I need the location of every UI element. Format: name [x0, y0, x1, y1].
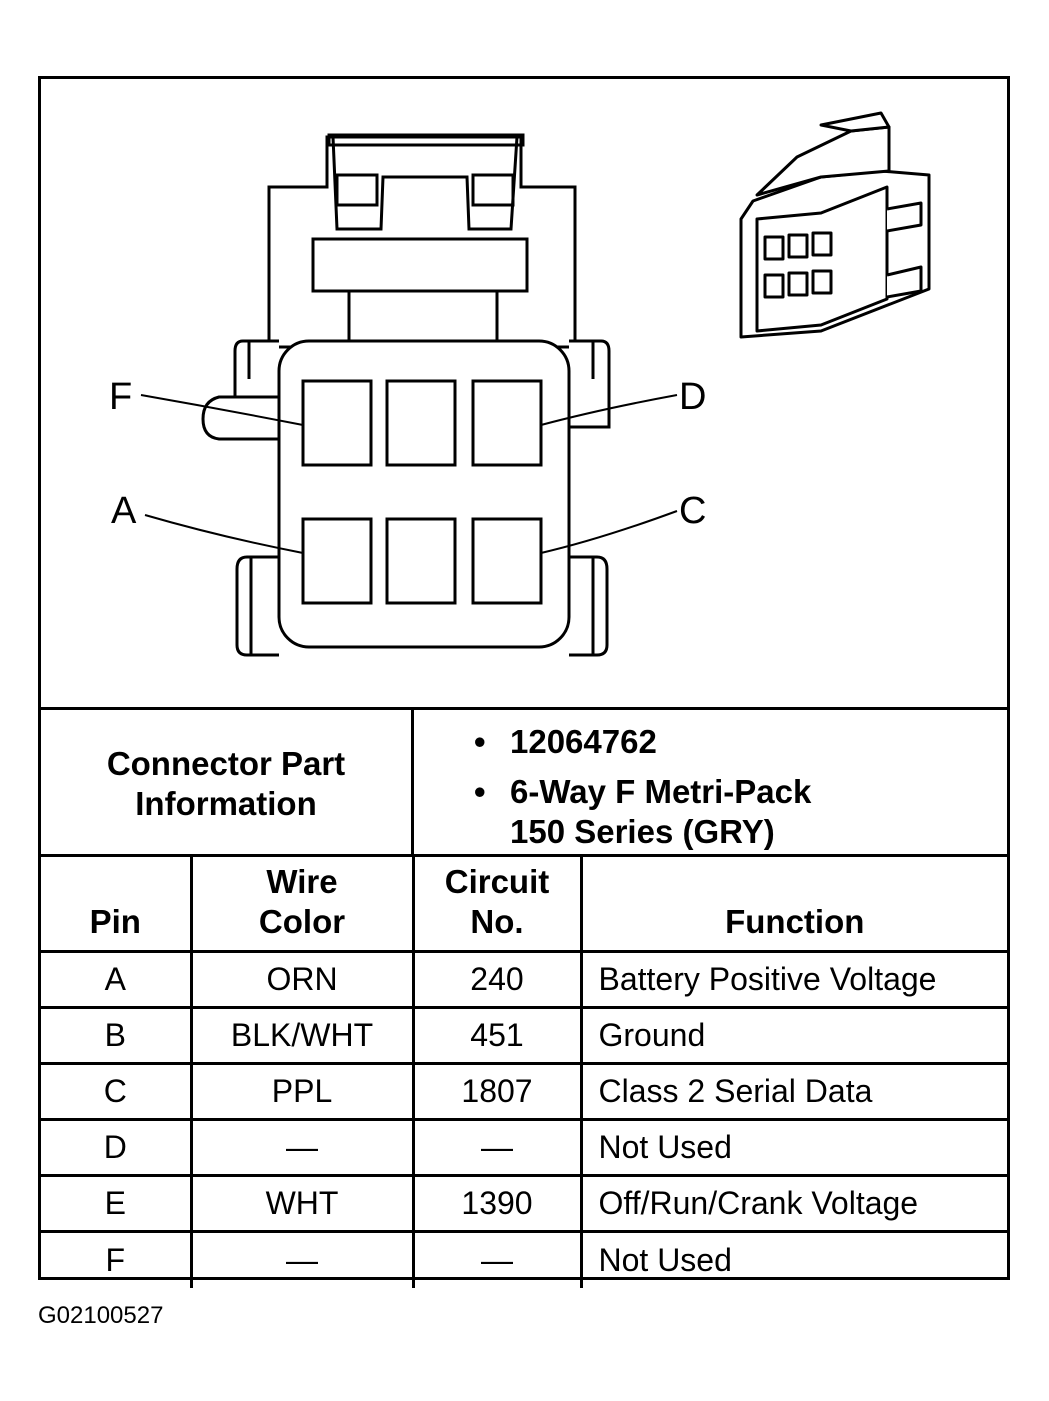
- cell-function: Class 2 Serial Data: [579, 1062, 1007, 1121]
- cell-wire-color: ORN: [189, 950, 415, 1009]
- connector-type: 6-Way F Metri-Pack: [510, 773, 812, 810]
- cell-wire-color: PPL: [189, 1062, 415, 1121]
- cell-wire-color: —: [189, 1118, 415, 1177]
- cell-function: Ground: [579, 1006, 1007, 1065]
- figure-code: G02100527: [38, 1302, 164, 1329]
- pin-label-a: A: [111, 490, 137, 532]
- cell-pin: D: [41, 1118, 193, 1177]
- cell-circuit: 1807: [411, 1062, 583, 1121]
- info-item-part-number: • 12064762: [474, 722, 1007, 762]
- table-row: A ORN 240 Battery Positive Voltage: [41, 950, 1007, 1009]
- cell-pin: A: [41, 950, 193, 1009]
- cell-wire-color: —: [189, 1230, 415, 1288]
- connector-face-diagram: F D A C: [109, 111, 931, 657]
- cell-circuit: 240: [411, 950, 583, 1009]
- table-row: B BLK/WHT 451 Ground: [41, 1006, 1007, 1065]
- info-item-description: • 6-Way F Metri-Pack 150 Series (GRY): [474, 772, 1007, 852]
- connector-info-values: • 12064762 • 6-Way F Metri-Pack 150 Seri…: [414, 710, 1007, 857]
- cell-pin: B: [41, 1006, 193, 1065]
- cell-function: Not Used: [579, 1230, 1007, 1288]
- connector-info-label-line2: Information: [135, 784, 317, 822]
- cell-pin: E: [41, 1174, 193, 1233]
- bullet-icon: •: [474, 723, 486, 760]
- cell-function: Battery Positive Voltage: [579, 950, 1007, 1009]
- connector-info-label: Connector Part Information: [41, 710, 414, 857]
- table-row: F — — Not Used: [41, 1230, 1007, 1288]
- part-number: 12064762: [510, 723, 657, 760]
- connector-sheet: F D A C Connector Part Information • 120…: [38, 76, 1010, 1288]
- cell-wire-color: BLK/WHT: [189, 1006, 415, 1065]
- cell-wire-color: WHT: [189, 1174, 415, 1233]
- header-function: Function: [579, 854, 1007, 953]
- table-row: C PPL 1807 Class 2 Serial Data: [41, 1062, 1007, 1121]
- cell-pin: C: [41, 1062, 193, 1121]
- bullet-icon: •: [474, 773, 486, 810]
- header-pin: Pin: [41, 854, 193, 953]
- cell-circuit: —: [411, 1118, 583, 1177]
- cell-pin: F: [41, 1230, 193, 1288]
- connector-info-section: Connector Part Information • 12064762 • …: [41, 707, 1007, 857]
- pin-label-c: C: [679, 490, 706, 532]
- pin-label-f: F: [109, 376, 132, 418]
- table-row: D — — Not Used: [41, 1118, 1007, 1177]
- pin-label-d: D: [679, 376, 706, 418]
- cell-function: Off/Run/Crank Voltage: [579, 1174, 1007, 1233]
- cell-function: Not Used: [579, 1118, 1007, 1177]
- cell-circuit: 1390: [411, 1174, 583, 1233]
- cell-circuit: —: [411, 1230, 583, 1288]
- connector-series: 150 Series (GRY): [510, 813, 775, 850]
- table-row: E WHT 1390 Off/Run/Crank Voltage: [41, 1174, 1007, 1233]
- cell-circuit: 451: [411, 1006, 583, 1065]
- connector-info-label-line1: Connector Part: [106, 744, 346, 782]
